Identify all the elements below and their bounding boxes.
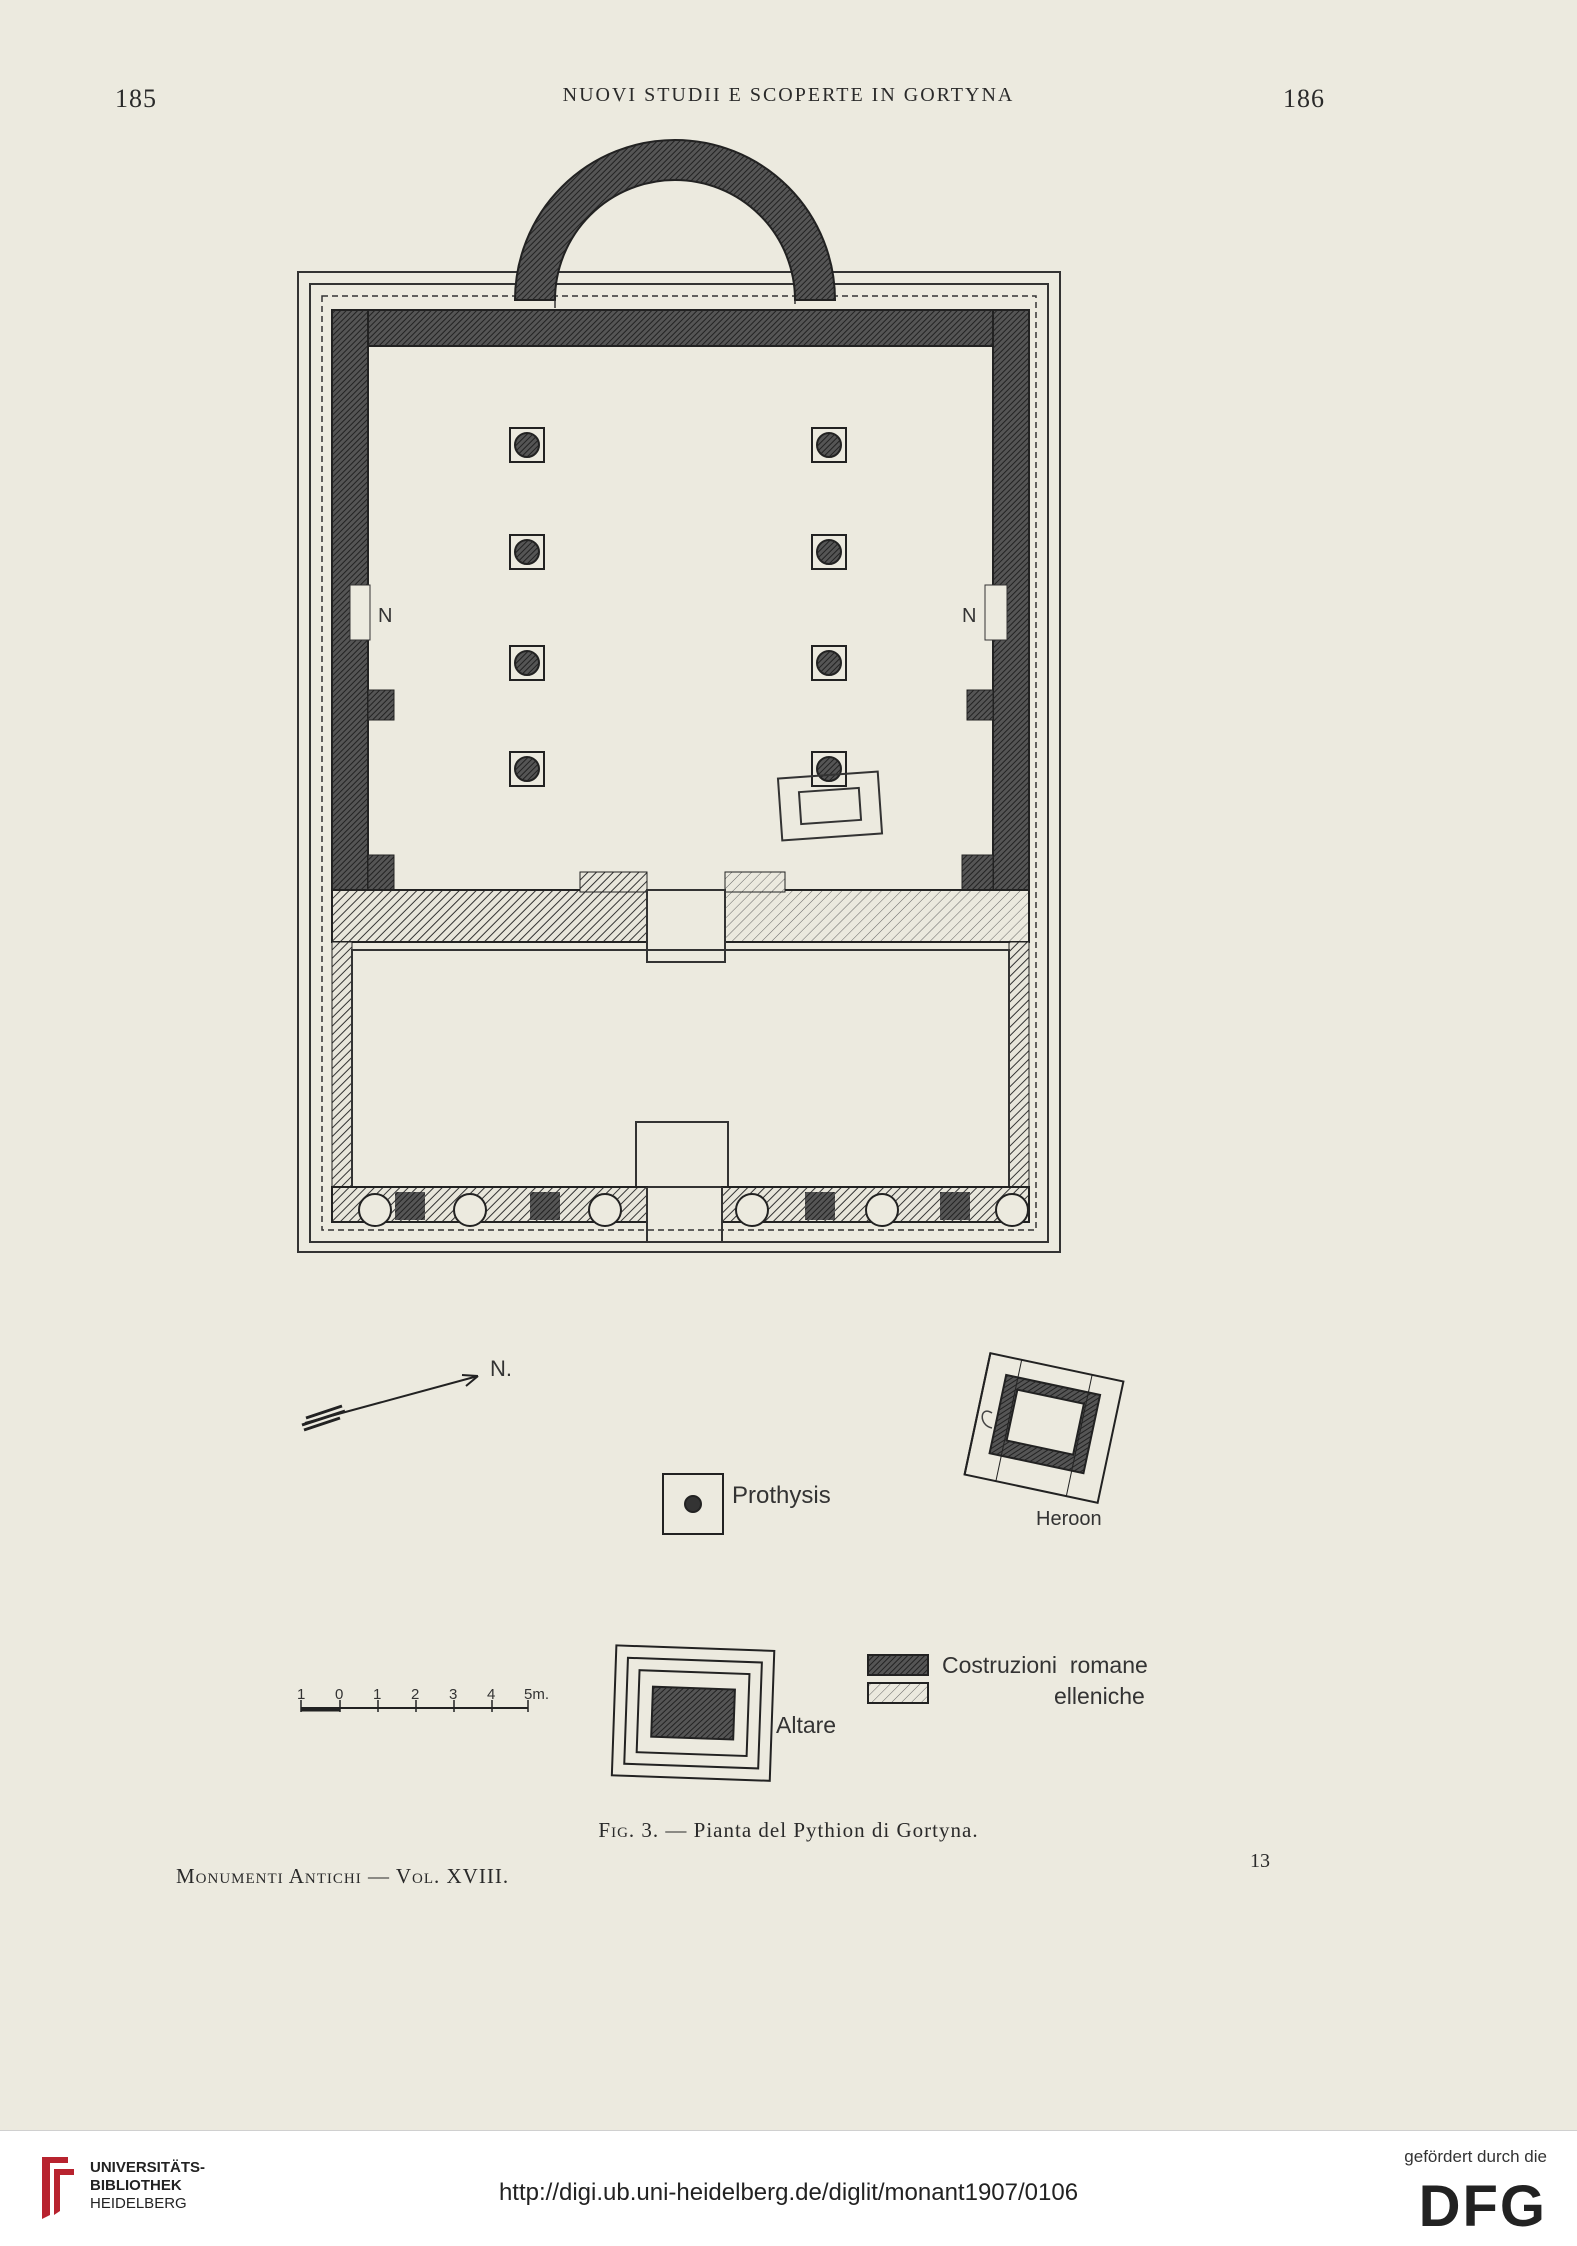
scale-tick-label: 2 <box>411 1686 420 1703</box>
inner-altar-base <box>776 770 884 842</box>
scanned-page <box>0 0 1577 2130</box>
prothysis <box>662 1473 724 1535</box>
niche-label-left: N <box>378 605 393 627</box>
sponsor-note: gefördert durch die <box>1404 2147 1547 2166</box>
heroon-annex <box>981 1410 993 1429</box>
floor-plan-figure <box>297 139 1125 1782</box>
altare-label: Altare <box>776 1712 837 1738</box>
page-number-left: 185 <box>115 84 157 113</box>
figure-caption: Fig. 3. — Pianta del Pythion di Gortyna. <box>0 1818 1577 1843</box>
legend-roman: Costruzioni romane <box>942 1652 1148 1678</box>
dfg-logo[interactable]: DFG <box>1418 2174 1547 2239</box>
university-library-logo-icon[interactable] <box>38 2153 78 2223</box>
viewer-footer-bar: UNIVERSITÄTS- BIBLIOTHEK HEIDELBERG http… <box>0 2130 1577 2246</box>
front-stylobate <box>331 1186 1030 1242</box>
scale-tick-label: 5m. <box>524 1686 550 1703</box>
running-title: NUOVI STUDII E SCOPERTE IN GORTYNA <box>562 84 1015 106</box>
scale-tick-label: 0 <box>335 1686 344 1703</box>
altare <box>610 1644 776 1782</box>
heroon-label: Heroon <box>1036 1508 1102 1530</box>
volume-footer: Monumenti Antichi — Vol. XVIII. <box>176 1864 510 1888</box>
naos-walls <box>331 309 1030 891</box>
north-label: N. <box>490 1356 512 1381</box>
scale-tick-label: 4 <box>487 1686 496 1703</box>
page-number-right: 186 <box>1283 84 1325 113</box>
library-name-line: BIBLIOTHEK <box>90 2177 182 2194</box>
north-arrow <box>301 1374 479 1432</box>
outer-outline <box>297 271 1061 1253</box>
figure-number: Fig. 3. <box>598 1818 660 1842</box>
signature-number: 13 <box>1250 1850 1270 1872</box>
scale-bar <box>300 1700 529 1712</box>
scale-tick-label: 3 <box>449 1686 458 1703</box>
scale-tick-label: 1 <box>373 1686 382 1703</box>
prothysis-label: Prothysis <box>732 1482 831 1509</box>
scale-tick-label: 1 <box>297 1686 306 1703</box>
library-name-line: HEIDELBERG <box>90 2195 187 2212</box>
legend-hellenic: elleniche <box>1054 1683 1145 1709</box>
heroon <box>963 1352 1125 1504</box>
library-name-line: UNIVERSITÄTS- <box>90 2159 206 2176</box>
library-name[interactable]: UNIVERSITÄTS- BIBLIOTHEK HEIDELBERG <box>90 2159 205 2213</box>
pronaos-walls <box>331 941 1030 1188</box>
legend-swatches <box>867 1654 929 1704</box>
niche-label-right: N <box>962 605 977 627</box>
apse <box>513 139 837 339</box>
column-bases <box>509 427 847 787</box>
permalink-url[interactable]: http://digi.ub.uni-heidelberg.de/diglit/… <box>498 2179 1079 2206</box>
cross-wall <box>331 871 1030 963</box>
figure-caption-text: — Pianta del Pythion di Gortyna. <box>665 1818 979 1842</box>
